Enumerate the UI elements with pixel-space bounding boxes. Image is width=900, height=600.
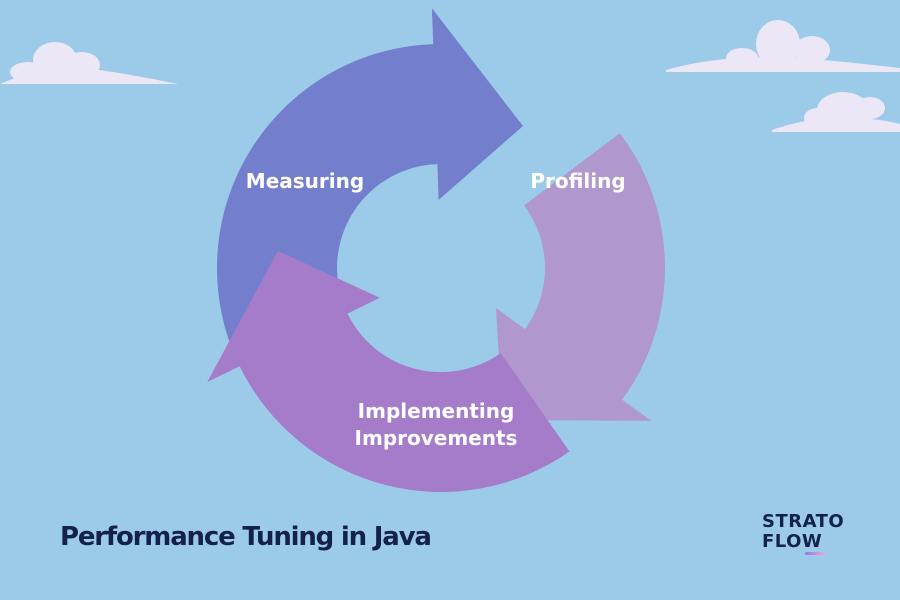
logo-accent-mark — [805, 552, 825, 555]
arrow-implementing — [207, 250, 570, 493]
logo-line-2: FLOW — [762, 531, 823, 552]
strato-flow-logo: STRATO FLOW — [762, 512, 852, 558]
cloud-left — [0, 42, 178, 84]
step-label-measuring: Measuring — [246, 169, 364, 193]
cycle-arrows — [207, 8, 666, 493]
cloud-right-top — [666, 20, 900, 72]
logo-line-1: STRATO — [762, 511, 845, 532]
page-title: Performance Tuning in Java — [60, 522, 432, 552]
step-label-implementing: Implementing — [358, 399, 515, 423]
step-label-improvements: Improvements — [355, 426, 518, 450]
arrow-profiling — [496, 133, 666, 421]
cloud-right-bottom — [772, 92, 900, 132]
step-label-profiling: Profiling — [530, 169, 625, 193]
